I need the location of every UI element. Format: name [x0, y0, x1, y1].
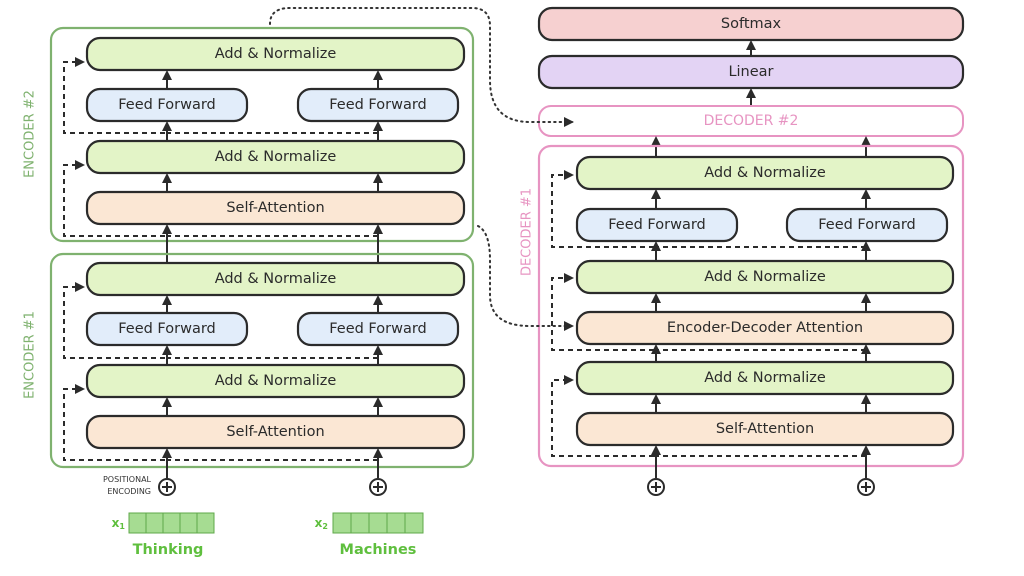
- encoder-2-label: ENCODER #2: [23, 90, 38, 178]
- encoder-2-feed-forward-right-label: Feed Forward: [329, 97, 427, 113]
- decoder-1-encoder-decoder-attention: [575, 310, 955, 346]
- linear-label: Linear: [728, 64, 773, 80]
- encoder-1-self-attention-label: Self-Attention: [226, 424, 324, 440]
- decoder-1-add-normalize-top-label: Add & Normalize: [704, 165, 826, 181]
- encoder-2-residual-ff: [63, 57, 165, 134]
- encoder-1-residual-att: [63, 384, 165, 461]
- encoder-2-add-normalize-bottom-label: Add & Normalize: [215, 149, 337, 165]
- input-embedding-2: x2 Machines: [315, 512, 424, 558]
- decoder-1-add-normalize-bottom-label: Add & Normalize: [704, 370, 826, 386]
- encoder-1-add-normalize-bottom: [85, 363, 466, 399]
- encoder-2-add-normalize-top: [85, 36, 466, 72]
- decoder-1-encoder-decoder-attention-label: Encoder-Decoder Attention: [667, 320, 863, 336]
- decoder-1-frame: [537, 144, 965, 468]
- decoder-1-self-attention-label: Self-Attention: [716, 421, 814, 437]
- encoder-1-add-normalize-top: [85, 261, 466, 297]
- decoder-2-label: DECODER #2: [704, 113, 799, 129]
- decoder-1-add-normalize-middle: [575, 259, 955, 295]
- encoder-2-residual-att: [63, 160, 165, 237]
- decoder-positional-add-icon-left: [647, 478, 665, 496]
- encoder-1-add-normalize-top-label: Add & Normalize: [215, 271, 337, 287]
- encoder-2-add-normalize-top-label: Add & Normalize: [215, 46, 337, 62]
- decoder-positional-add-icon-right: [857, 478, 875, 496]
- input-embedding-1: x1 Thinking: [112, 512, 215, 558]
- encoder-2-self-attention-label: Self-Attention: [226, 200, 324, 216]
- positional-encoding-add-icon-right: [369, 478, 387, 496]
- input-1-symbol: x1: [112, 516, 126, 531]
- encoder-2-add-normalize-bottom: [85, 139, 466, 175]
- decoder-1-self-attention: [575, 411, 955, 447]
- encoder-1-feed-forward-right-label: Feed Forward: [329, 321, 427, 337]
- input-1-word: Thinking: [133, 542, 204, 558]
- decoder-1-add-normalize-bottom: [575, 360, 955, 396]
- decoder-1-add-normalize-top: [575, 155, 955, 191]
- positional-encoding-label-line2: ENCODING: [107, 487, 151, 496]
- encoder-1-add-normalize-bottom-label: Add & Normalize: [215, 373, 337, 389]
- encoder-2: ENCODER #2 Add & Normalize Feed Forward …: [23, 26, 475, 243]
- input-2-word: Machines: [340, 542, 417, 558]
- decoder-1-feed-forward-left-label: Feed Forward: [608, 217, 706, 233]
- encoder-output-to-decoder-1-connector: [477, 225, 574, 331]
- encoder-1-label: ENCODER #1: [23, 311, 38, 399]
- encoder-1: ENCODER #1 Add & Normalize Feed Forward …: [23, 252, 475, 469]
- input-2-symbol: x2: [315, 516, 328, 531]
- positional-encoding-add-icon-left: [158, 478, 176, 496]
- encoder-2-feed-forward-left-label: Feed Forward: [118, 97, 216, 113]
- encoder-1-frame: [49, 252, 475, 469]
- encoder-2-frame: [49, 26, 475, 243]
- encoder-1-residual-ff: [63, 282, 165, 359]
- softmax-label: Softmax: [721, 16, 782, 32]
- decoder-1-residual-ff: [551, 170, 654, 248]
- decoder-1-residual-encdec: [551, 273, 654, 351]
- encoder-2-self-attention: [85, 190, 466, 226]
- decoder-1-feed-forward-right-label: Feed Forward: [818, 217, 916, 233]
- decoder-1-label: DECODER #1: [520, 188, 535, 276]
- encoder-1-self-attention: [85, 414, 466, 450]
- encoder-output-to-decoder-2-connector: [269, 7, 574, 127]
- decoder-1-residual-att: [551, 375, 654, 457]
- decoder-1-add-normalize-middle-label: Add & Normalize: [704, 269, 826, 285]
- positional-encoding-label-line1: POSITIONAL: [103, 475, 152, 484]
- encoder-1-feed-forward-left-label: Feed Forward: [118, 321, 216, 337]
- decoder-1: DECODER #1 Add & Normalize Feed Forward …: [520, 144, 965, 468]
